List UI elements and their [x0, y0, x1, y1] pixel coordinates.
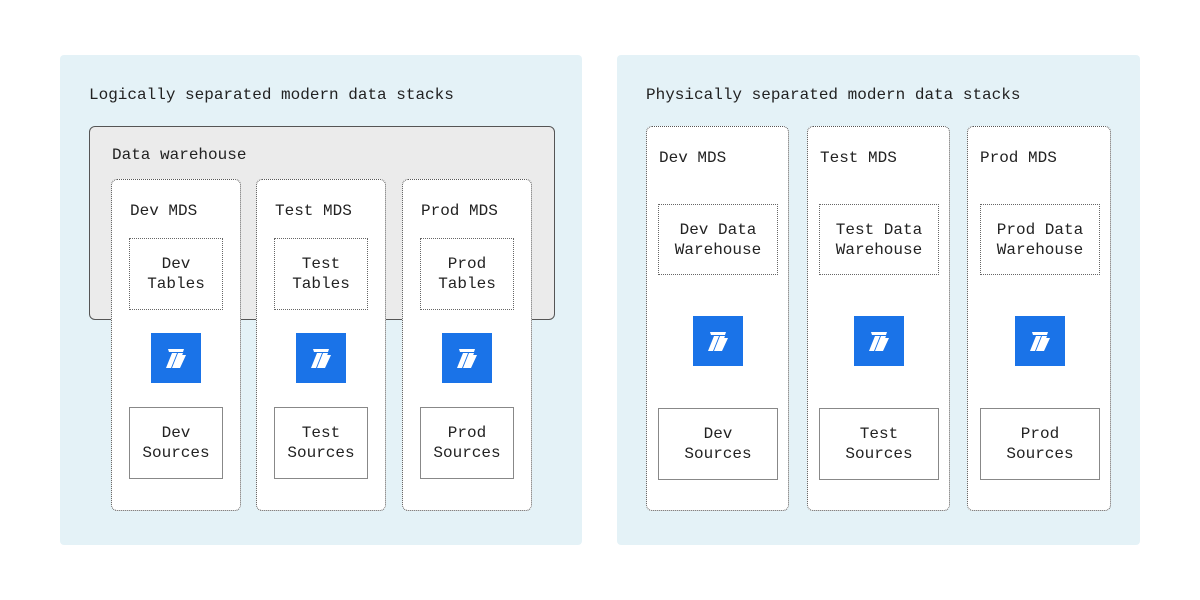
box-line: Test [301, 255, 341, 273]
logical-column-dev: Dev MDS Dev Tables Dev Sources [111, 179, 241, 511]
tool-logo-icon [693, 316, 743, 366]
box-line: Warehouse [996, 240, 1084, 259]
box-line: Test [859, 425, 899, 443]
box-line: Warehouse [835, 240, 923, 259]
data-warehouse-label: Data warehouse [112, 146, 247, 164]
box-line: Sources [1006, 445, 1074, 463]
column-title: Prod MDS [980, 149, 1057, 167]
box-line: Dev [703, 425, 733, 443]
dev-data-warehouse-box: Dev Data Warehouse [658, 204, 778, 275]
tool-logo-icon-glyph [869, 332, 889, 351]
box-line: Sources [287, 444, 355, 462]
column-title: Prod MDS [421, 202, 498, 220]
tool-logo-icon-glyph [708, 332, 728, 351]
box-line: Tables [292, 275, 350, 293]
tool-logo-icon-glyph [457, 349, 477, 368]
physical-column-prod: Prod MDS Prod Data Warehouse Prod Source… [967, 126, 1111, 511]
logical-column-prod: Prod MDS Prod Tables Prod Sources [402, 179, 532, 511]
dev-sources-box: Dev Sources [129, 407, 223, 479]
tool-logo-icon-glyph [166, 349, 186, 368]
logical-panel-title: Logically separated modern data stacks [89, 86, 454, 104]
prod-sources-box: Prod Sources [420, 407, 514, 479]
dev-tables-box: Dev Tables [129, 238, 223, 310]
box-line: Test [301, 424, 341, 442]
box-line: Prod [1020, 425, 1060, 443]
box-line: Sources [684, 445, 752, 463]
tool-logo-icon-glyph [311, 349, 331, 368]
test-tables-box: Test Tables [274, 238, 368, 310]
logical-panel: Logically separated modern data stacks D… [60, 55, 582, 545]
column-title: Test MDS [275, 202, 352, 220]
prod-sources-box: Prod Sources [980, 408, 1100, 480]
physical-panel: Physically separated modern data stacks … [617, 55, 1140, 545]
logical-column-test: Test MDS Test Tables Test Sources [256, 179, 386, 511]
physical-panel-title: Physically separated modern data stacks [646, 86, 1021, 104]
box-line: Warehouse [674, 240, 762, 259]
box-line: Sources [433, 444, 501, 462]
test-sources-box: Test Sources [274, 407, 368, 479]
prod-tables-box: Prod Tables [420, 238, 514, 310]
dev-sources-box: Dev Sources [658, 408, 778, 480]
test-sources-box: Test Sources [819, 408, 939, 480]
column-title: Dev MDS [659, 149, 727, 167]
tool-logo-icon [442, 333, 492, 383]
physical-column-test: Test MDS Test Data Warehouse Test Source… [807, 126, 950, 511]
tool-logo-icon [151, 333, 201, 383]
box-line: Dev [161, 424, 191, 442]
tool-logo-icon-glyph [1030, 332, 1050, 351]
box-line: Sources [845, 445, 913, 463]
box-line: Prod [447, 255, 487, 273]
box-line: Sources [142, 444, 210, 462]
box-line: Prod [447, 424, 487, 442]
column-title: Test MDS [820, 149, 897, 167]
box-line: Dev Data [679, 220, 757, 239]
box-line: Tables [147, 275, 205, 293]
tool-logo-icon [296, 333, 346, 383]
prod-data-warehouse-box: Prod Data Warehouse [980, 204, 1100, 275]
box-line: Test Data [835, 220, 923, 239]
box-line: Tables [438, 275, 496, 293]
tool-logo-icon [1015, 316, 1065, 366]
test-data-warehouse-box: Test Data Warehouse [819, 204, 939, 275]
column-title: Dev MDS [130, 202, 198, 220]
physical-column-dev: Dev MDS Dev Data Warehouse Dev Sources [646, 126, 789, 511]
tool-logo-icon [854, 316, 904, 366]
box-line: Dev [161, 255, 191, 273]
box-line: Prod Data [996, 220, 1084, 239]
